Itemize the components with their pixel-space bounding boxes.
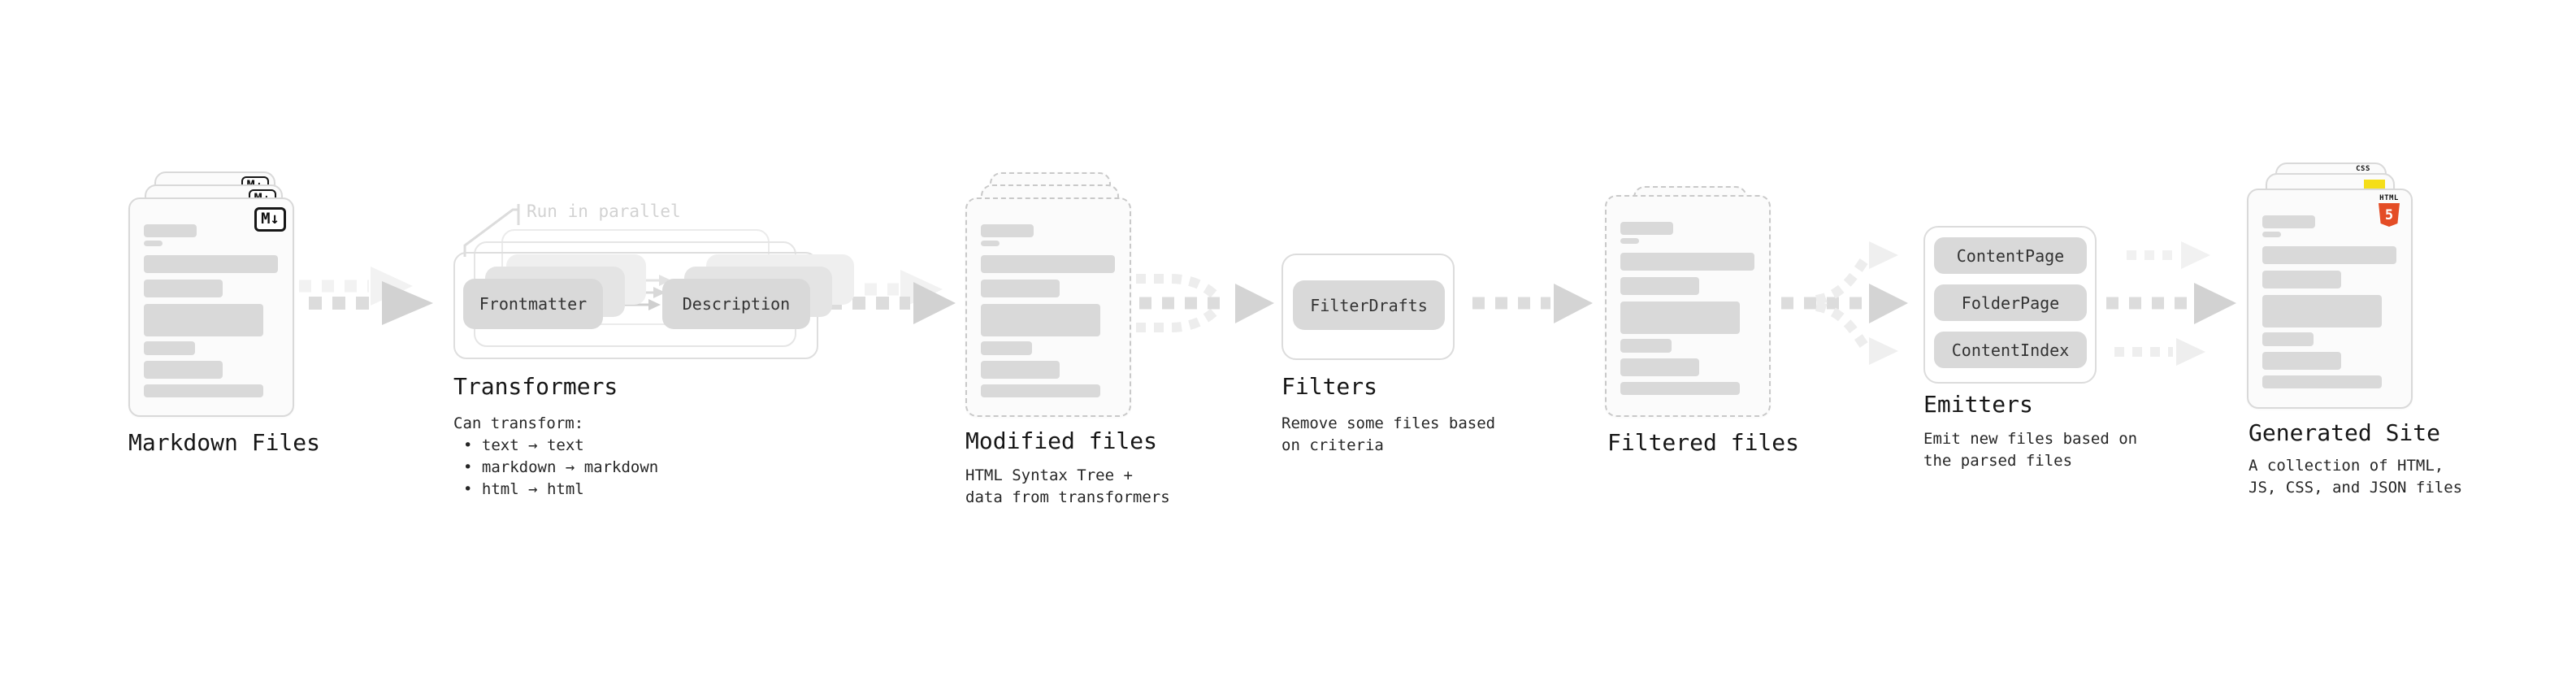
filterdrafts-pill: FilterDrafts [1293,280,1445,330]
markdown-file-card-front: M↓ [128,197,294,417]
desc-line: on criteria [1281,436,1384,454]
transformers-description: Can transform: • text → text • markdown … [453,413,658,501]
frontmatter-pill: Frontmatter [463,279,603,329]
desc-line: HTML Syntax Tree + [965,466,1133,484]
text-line-bar [1620,253,1754,271]
text-line-bar [1620,382,1740,395]
desc-line: • text → text [463,436,584,454]
run-in-parallel-annotation: Run in parallel [527,202,681,221]
text-line-bar [2262,246,2396,264]
text-line-bar [144,255,278,273]
text-line-bar [1620,358,1699,376]
text-line-bar [144,361,223,379]
text-line-bar [1620,277,1699,295]
run-in-parallel-callout-line [463,204,520,257]
desc-line: Remove some files based [1281,414,1496,432]
text-line-bar [1620,222,1673,235]
emitters-description: Emit new files based on the parsed files [1923,428,2137,472]
text-line-bar [2262,332,2314,346]
text-line-bar [2262,271,2341,288]
generated-file-card-front: HTML 5 [2247,189,2413,409]
stage-title-generated-site: Generated Site [2249,419,2441,446]
text-line-bar [981,384,1100,397]
text-line-bar [1620,339,1672,353]
text-line-bar [981,241,1000,246]
text-line-bar [981,224,1034,237]
desc-line: the parsed files [1923,452,2073,470]
text-line-bar [981,304,1100,336]
description-pill: Description [662,279,810,329]
stage-title-filters: Filters [1281,373,1378,400]
desc-line: A collection of HTML, [2249,457,2444,475]
stage-title-filtered-files: Filtered files [1607,429,1800,456]
modified-files-description: HTML Syntax Tree + data from transformer… [965,465,1170,509]
markdown-icon: M↓ [254,207,286,232]
contentpage-pill: ContentPage [1934,237,2087,274]
text-line-bar [2262,375,2382,388]
desc-line: data from transformers [965,488,1170,506]
filtered-file-card-front [1605,195,1771,417]
text-line-bar [144,304,263,336]
desc-line: • markdown → markdown [463,458,659,476]
contentindex-pill: ContentIndex [1934,332,2087,368]
text-line-bar [1620,301,1740,334]
text-line-bar [2262,352,2341,370]
arrow-transformers-to-modified [819,270,956,324]
stage-title-emitters: Emitters [1923,391,2033,418]
desc-line: • html → html [463,480,584,498]
text-line-bar [144,224,197,237]
generated-site-description: A collection of HTML, JS, CSS, and JSON … [2249,455,2462,499]
arrow-modified-to-filters-merge [1136,274,1274,332]
text-line-bar [2262,232,2281,237]
html5-icon: HTML 5 [2377,194,2401,227]
text-line-bar [1620,238,1639,244]
text-line-bar [2262,295,2382,327]
text-line-bar [981,280,1060,297]
arrow-filtered-to-emitters-split [1781,241,1908,365]
text-line-bar [144,241,163,246]
text-line-bar [2262,215,2315,228]
text-line-bar [981,361,1060,379]
arrow-markdown-to-transformers [299,267,433,325]
text-line-bar [144,280,223,297]
text-line-bar [981,255,1115,273]
arrows-emitters-to-generated [2106,241,2236,366]
text-line-bar [144,384,263,397]
text-line-bar [981,341,1032,355]
stage-title-modified-files: Modified files [965,427,1158,454]
text-line-bar [144,341,195,355]
folderpage-pill: FolderPage [1934,284,2087,321]
stage-title-transformers: Transformers [453,373,618,400]
filters-description: Remove some files based on criteria [1281,413,1495,457]
arrow-filters-to-filtered [1472,284,1593,323]
modified-file-card-front [965,197,1131,417]
desc-line: Can transform: [453,414,584,432]
stage-title-markdown-files: Markdown Files [128,429,321,456]
desc-line: Emit new files based on [1923,430,2138,448]
desc-line: JS, CSS, and JSON files [2249,479,2463,497]
